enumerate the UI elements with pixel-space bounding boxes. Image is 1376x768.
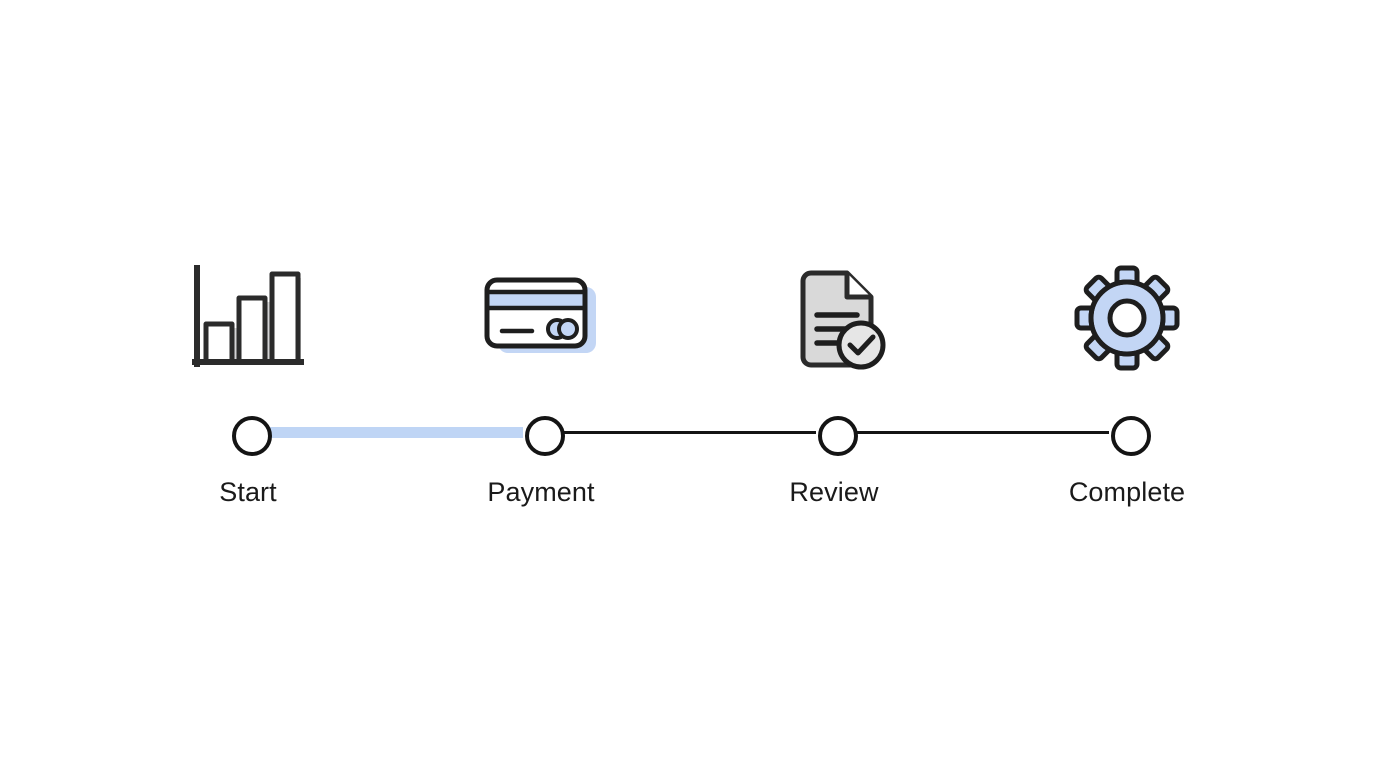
step-node-review[interactable] xyxy=(818,416,858,456)
step-label-payment: Payment xyxy=(487,477,595,507)
step-node-start[interactable] xyxy=(232,416,272,456)
step-icon-payment xyxy=(471,258,611,378)
step-icon-start xyxy=(178,258,318,378)
connector-start-payment xyxy=(266,426,523,438)
connector-review-complete xyxy=(852,430,1109,434)
step-label-review: Review xyxy=(789,477,879,507)
step-node-complete[interactable] xyxy=(1111,416,1151,456)
stepper-track xyxy=(0,400,1376,464)
step-icon-review xyxy=(764,258,904,378)
step-label-start: Start xyxy=(219,477,277,507)
step-label-complete: Complete xyxy=(1068,477,1186,507)
step-node-payment[interactable] xyxy=(525,416,565,456)
step-icon-complete xyxy=(1057,258,1197,378)
connector-payment-review xyxy=(559,430,816,434)
